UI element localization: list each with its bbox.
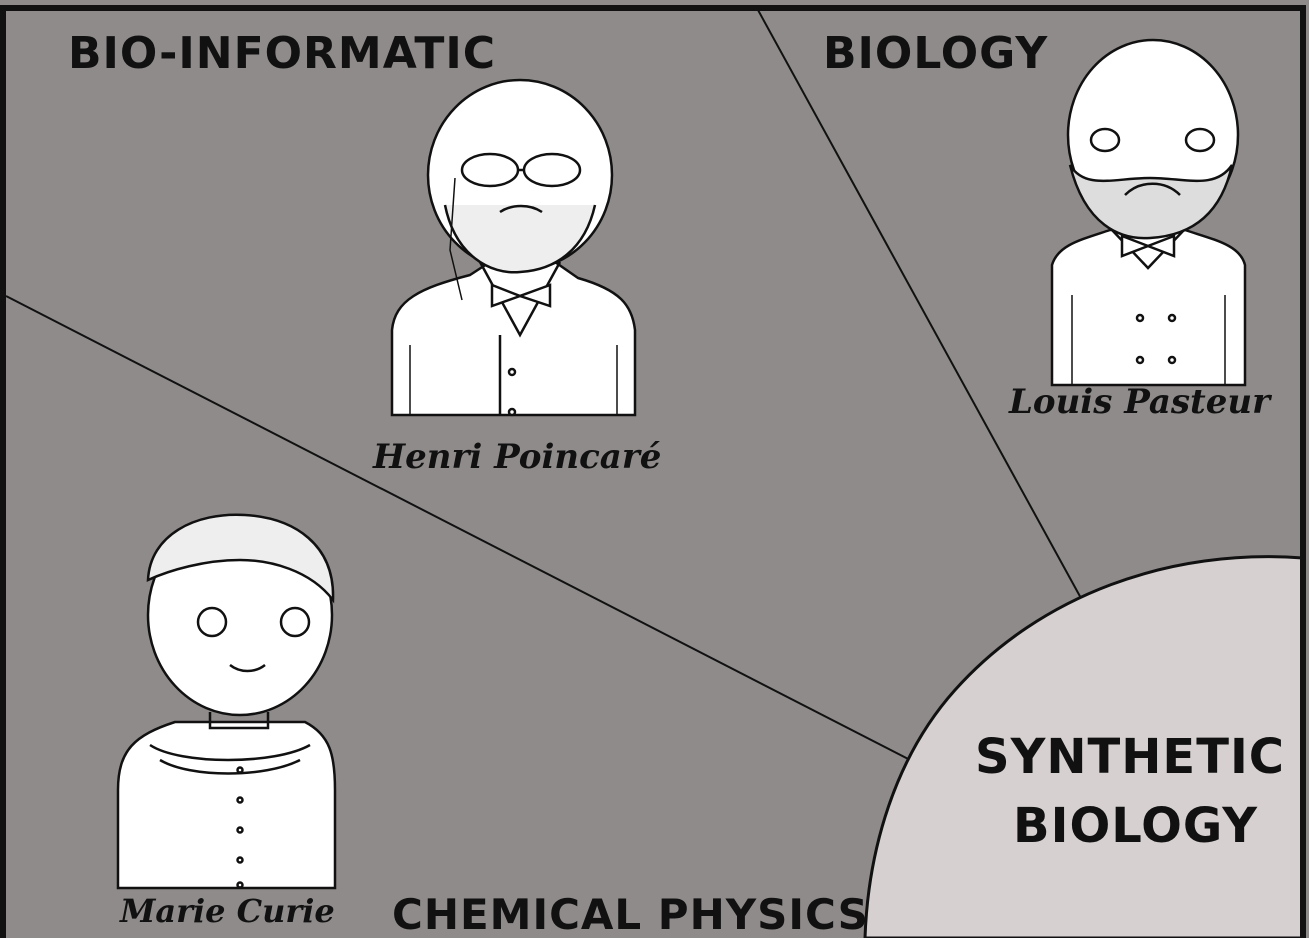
region-label-synthetic-line1: SYNTHETIC [975, 733, 1285, 781]
caption-marie-curie: Marie Curie [120, 895, 335, 927]
region-label-chemical-physics: CHEMICAL PHYSICS [392, 894, 869, 936]
caption-louis-pasteur: Louis Pasteur [1009, 385, 1270, 419]
region-label-synthetic-line2: BIOLOGY [1013, 802, 1258, 850]
caption-henri-poincare: Henri Poincaré [373, 440, 661, 474]
region-label-biology: BIOLOGY [823, 32, 1048, 76]
region-label-bio-informatic: BIO-INFORMATIC [68, 32, 496, 76]
